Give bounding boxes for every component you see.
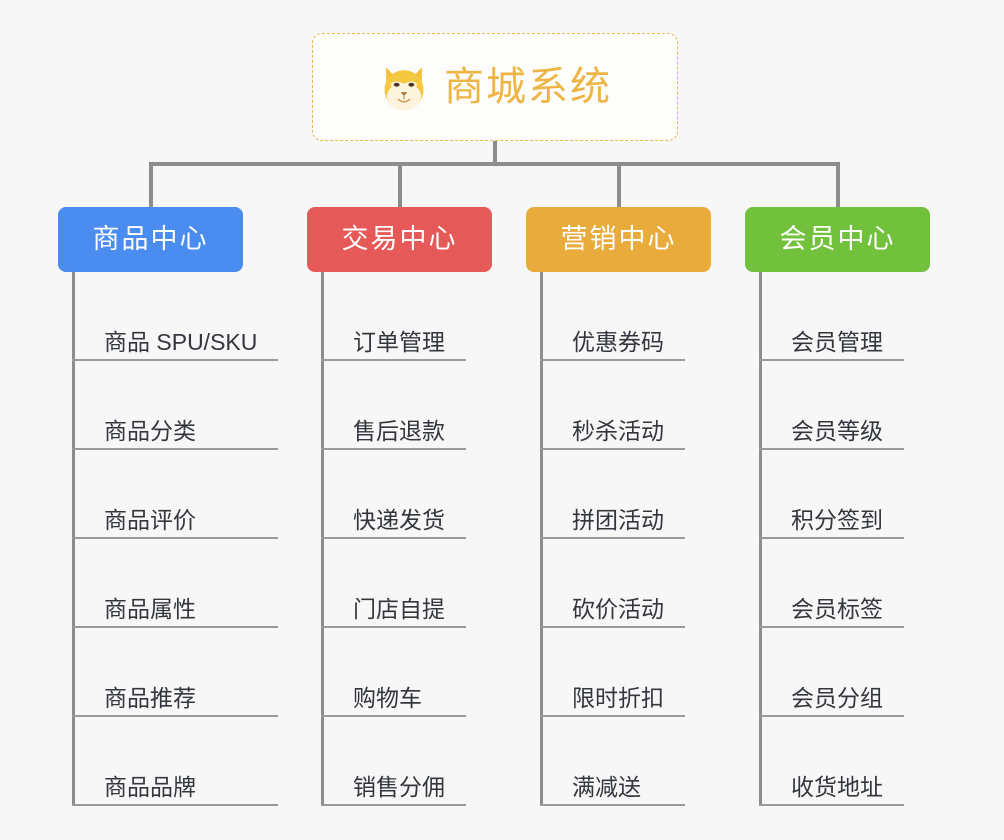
leaf-item-label: 积分签到 — [791, 506, 883, 533]
leaf-item[interactable]: 商品推荐 — [72, 628, 278, 717]
leaf-item-label: 商品 SPU/SKU — [104, 328, 258, 355]
leaf-item-label: 砍价活动 — [572, 595, 664, 622]
leaf-item[interactable]: 商品品牌 — [72, 717, 278, 806]
root-node[interactable]: 商城系统 — [312, 33, 678, 141]
leaf-item-label: 商品分类 — [104, 417, 196, 444]
leaf-item[interactable]: 拼团活动 — [540, 450, 685, 539]
leaf-item[interactable]: 快递发货 — [321, 450, 466, 539]
branch-column: 商品中心 — [58, 207, 243, 272]
leaf-item[interactable]: 会员等级 — [759, 361, 904, 450]
leaf-item-label: 会员等级 — [791, 417, 883, 444]
category-box[interactable]: 会员中心 — [745, 207, 930, 272]
leaf-item[interactable]: 商品评价 — [72, 450, 278, 539]
category-box[interactable]: 商品中心 — [58, 207, 243, 272]
root-title: 商城系统 — [444, 65, 612, 109]
leaf-list: 会员管理会员等级积分签到会员标签会员分组收货地址 — [759, 272, 904, 806]
leaf-item[interactable]: 商品分类 — [72, 361, 278, 450]
leaf-item[interactable]: 订单管理 — [321, 272, 466, 361]
leaf-item-label: 商品品牌 — [104, 773, 196, 800]
branch-column: 交易中心 — [307, 207, 492, 272]
leaf-item-label: 购物车 — [353, 684, 422, 711]
connector-drop-2 — [616, 162, 621, 208]
leaf-item-label: 优惠券码 — [572, 328, 664, 355]
leaf-item[interactable]: 商品属性 — [72, 539, 278, 628]
leaf-item-label: 拼团活动 — [572, 506, 664, 533]
leaf-item-label: 商品属性 — [104, 595, 196, 622]
leaf-item[interactable]: 购物车 — [321, 628, 466, 717]
branch-trunk-line — [72, 272, 75, 806]
leaf-item-label: 收货地址 — [791, 773, 883, 800]
leaf-item[interactable]: 会员管理 — [759, 272, 904, 361]
leaf-item-label: 售后退款 — [353, 417, 445, 444]
branch-trunk-line — [321, 272, 324, 806]
leaf-item[interactable]: 商品 SPU/SKU — [72, 272, 278, 361]
leaf-item[interactable]: 满减送 — [540, 717, 685, 806]
connector-drop-0 — [148, 162, 153, 208]
branch-column: 会员中心 — [745, 207, 930, 272]
leaf-item[interactable]: 秒杀活动 — [540, 361, 685, 450]
leaf-item-label: 限时折扣 — [572, 684, 664, 711]
leaf-item[interactable]: 会员分组 — [759, 628, 904, 717]
leaf-item-label: 秒杀活动 — [572, 417, 664, 444]
leaf-list: 优惠券码秒杀活动拼团活动砍价活动限时折扣满减送 — [540, 272, 685, 806]
category-label: 交易中心 — [341, 224, 458, 254]
leaf-item-label: 销售分佣 — [353, 773, 445, 800]
shiba-dog-face-icon — [378, 62, 430, 114]
leaf-item-label: 快递发货 — [353, 506, 445, 533]
category-label: 营销中心 — [560, 224, 677, 254]
leaf-item[interactable]: 门店自提 — [321, 539, 466, 628]
branch-trunk-line — [540, 272, 543, 806]
leaf-list: 商品 SPU/SKU 商品分类商品评价商品属性商品推荐商品品牌 — [72, 272, 278, 806]
leaf-item[interactable]: 限时折扣 — [540, 628, 685, 717]
category-label: 会员中心 — [779, 224, 896, 254]
connector-drop-3 — [835, 162, 840, 208]
branch-trunk-line — [759, 272, 762, 806]
leaf-item-label: 门店自提 — [353, 595, 445, 622]
leaf-item[interactable]: 会员标签 — [759, 539, 904, 628]
leaf-item[interactable]: 积分签到 — [759, 450, 904, 539]
leaf-item[interactable]: 优惠券码 — [540, 272, 685, 361]
leaf-item[interactable]: 收货地址 — [759, 717, 904, 806]
leaf-item-label: 会员标签 — [791, 595, 883, 622]
leaf-item[interactable]: 销售分佣 — [321, 717, 466, 806]
category-box[interactable]: 交易中心 — [307, 207, 492, 272]
leaf-item-label: 订单管理 — [353, 328, 445, 355]
connector-root-stem — [493, 141, 497, 165]
leaf-item[interactable]: 售后退款 — [321, 361, 466, 450]
leaf-item-label: 会员管理 — [791, 328, 883, 355]
leaf-item-label: 商品评价 — [104, 506, 196, 533]
connector-drop-1 — [397, 162, 402, 208]
category-box[interactable]: 营销中心 — [526, 207, 711, 272]
leaf-item[interactable]: 砍价活动 — [540, 539, 685, 628]
leaf-list: 订单管理售后退款快递发货门店自提购物车销售分佣 — [321, 272, 466, 806]
connector-horizontal-bus — [150, 162, 838, 166]
leaf-item-label: 满减送 — [572, 773, 641, 800]
branch-column: 营销中心 — [526, 207, 711, 272]
leaf-item-label: 会员分组 — [791, 684, 883, 711]
category-label: 商品中心 — [92, 224, 209, 254]
leaf-item-label: 商品推荐 — [104, 684, 196, 711]
